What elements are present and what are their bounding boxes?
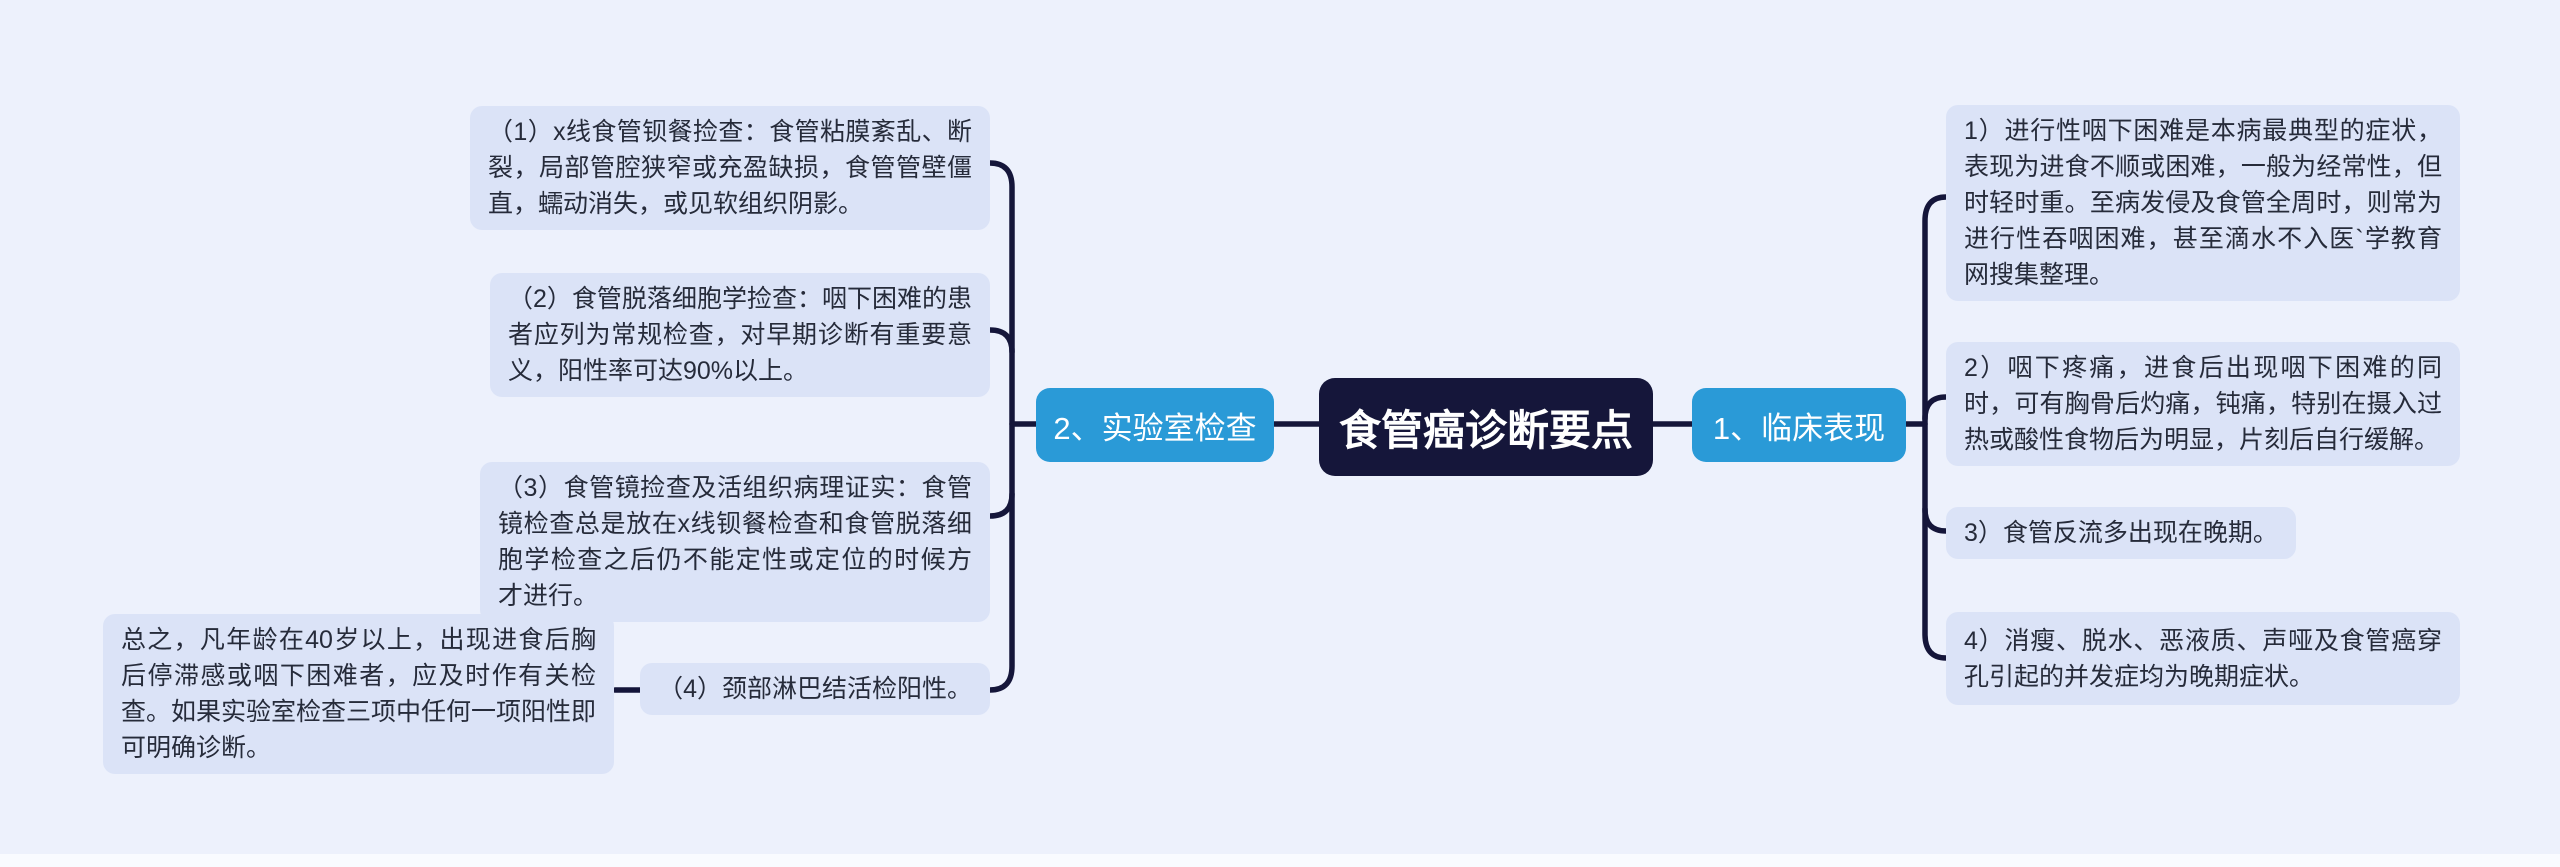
root-node[interactable]: 食管癌诊断要点	[1319, 378, 1653, 476]
lab-item-4-box[interactable]: （4）颈部淋巴结活检阳性。	[640, 663, 990, 715]
clinical-item-4-text: 4）消瘦、脱水、恶液质、声哑及食管癌穿孔引起的并发症均为晚期症状。	[1964, 626, 2442, 691]
lab-item-1-box[interactable]: （1）x线食管钡餐捡查：食管粘膜紊乱、断裂，局部管腔狭窄或充盈缺损，食管管壁僵直…	[470, 106, 990, 230]
clinical-item-2-text: 2）咽下疼痛，进食后出现咽下困难的同时，可有胸骨后灼痛，钝痛，特别在摄入过热或酸…	[1964, 354, 2442, 454]
lab-item-3-box[interactable]: （3）食管镜捡查及活组织病理证实：食管镜检查总是放在x线钡餐检查和食管脱落细胞学…	[480, 462, 990, 622]
clinical-branch-label: 1、临床表现	[1712, 410, 1886, 446]
lab-item-4-text: （4）颈部淋巴结活检阳性。	[658, 675, 972, 703]
lab-item-1-text: （1）x线食管钡餐捡查：食管粘膜紊乱、断裂，局部管腔狭窄或充盈缺损，食管管壁僵直…	[488, 118, 972, 218]
lab-branch-label: 2、实验室检查	[1053, 410, 1257, 446]
clinical-item-2-box[interactable]: 2）咽下疼痛，进食后出现咽下困难的同时，可有胸骨后灼痛，钝痛，特别在摄入过热或酸…	[1946, 342, 2460, 466]
lab-item-2-text: （2）食管脱落细胞学捡查：咽下困难的患者应列为常规检查，对早期诊断有重要意义，阳…	[508, 285, 972, 385]
link-clinical2-stub	[1922, 394, 1949, 422]
link-lab2-stub	[987, 327, 1015, 355]
link-clinical3-stub	[1922, 506, 1949, 534]
bottom-strip	[0, 854, 2560, 867]
clinical-item-3-box[interactable]: 3）食管反流多出现在晚期。	[1946, 507, 2296, 559]
clinical-item-1-box[interactable]: 1）进行性咽下困难是本病最典型的症状，表现为进食不顺或困难，一般为经常性，但时轻…	[1946, 105, 2460, 301]
lab-branch-node[interactable]: 2、实验室检查	[1036, 388, 1274, 462]
link-lab3-stub	[987, 491, 1015, 519]
summary-note-box[interactable]: 总之，凡年龄在40岁以上，出现进食后胸后停滞感或咽下困难者，应及时作有关检查。如…	[103, 614, 614, 774]
lab-item-3-text: （3）食管镜捡查及活组织病理证实：食管镜检查总是放在x线钡餐检查和食管脱落细胞学…	[498, 474, 972, 610]
clinical-item-1-text: 1）进行性咽下困难是本病最典型的症状，表现为进食不顺或困难，一般为经常性，但时轻…	[1964, 117, 2442, 289]
link-clinical-bracket	[1922, 194, 1949, 661]
summary-note-text: 总之，凡年龄在40岁以上，出现进食后胸后停滞感或咽下困难者，应及时作有关检查。如…	[121, 626, 597, 762]
link-lab-bracket	[987, 160, 1015, 693]
lab-item-2-box[interactable]: （2）食管脱落细胞学捡查：咽下困难的患者应列为常规检查，对早期诊断有重要意义，阳…	[490, 273, 990, 397]
clinical-item-4-box[interactable]: 4）消瘦、脱水、恶液质、声哑及食管癌穿孔引起的并发症均为晚期症状。	[1946, 612, 2460, 705]
root-node-label: 食管癌诊断要点	[1338, 406, 1633, 454]
clinical-item-3-text: 3）食管反流多出现在晚期。	[1964, 519, 2278, 547]
clinical-branch-node[interactable]: 1、临床表现	[1692, 388, 1906, 462]
